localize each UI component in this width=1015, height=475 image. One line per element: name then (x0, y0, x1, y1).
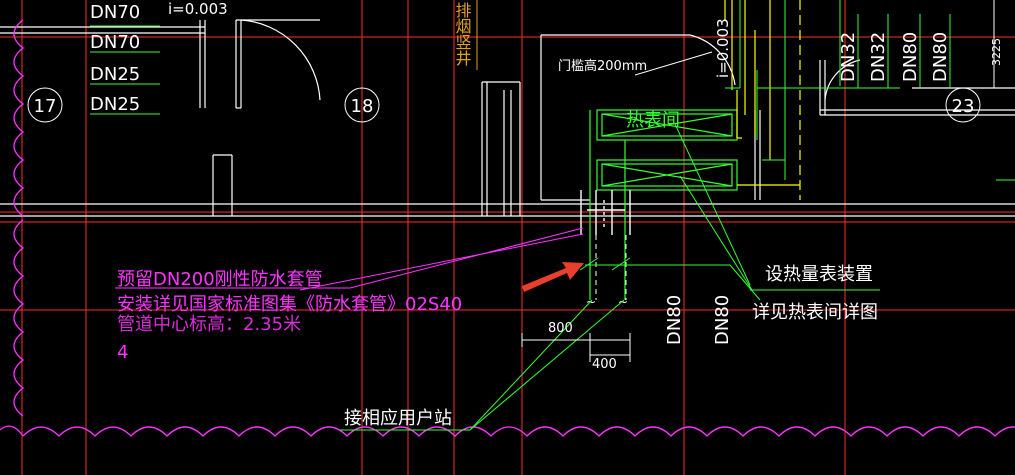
station-callout: 接相应用户站 (344, 408, 452, 429)
pipe-label-top-right-2: DN32 (868, 32, 889, 82)
left-pipe-lines (90, 25, 160, 115)
sleeve-leader (115, 227, 584, 291)
pipe-label-left-1: DN70 (90, 2, 140, 23)
slope-label-top: i=0.003 (168, 0, 228, 18)
yellow-pipes (724, 0, 801, 200)
scalloped-boundary (0, 19, 1015, 437)
pipe-label-left-2: DN70 (90, 32, 140, 53)
heat-meter-room-label: 热表间 (626, 110, 680, 131)
pipe-label-top-right-4: DN80 (930, 32, 951, 82)
pipe-risers (595, 235, 627, 300)
sleeve-note-line4: 4 (117, 342, 128, 363)
red-pointer-arrow (522, 262, 584, 292)
dimension-800: 800 (548, 321, 573, 336)
dimension-3225: 3225 (990, 38, 1003, 66)
dimension-400: 400 (592, 357, 617, 372)
sleeve-note-line3: 管道中心标高：2.35米 (117, 314, 301, 335)
threshold-note: 门槛高200mm (558, 58, 647, 74)
meter-callout-line2: 详见热表间详图 (752, 302, 878, 323)
meter-callout-line1: 设热量表装置 (765, 264, 873, 285)
shaft-label: 排烟竖井 (453, 2, 472, 66)
green-pipes-right (725, 0, 1015, 181)
threshold-leader (634, 51, 713, 76)
pipe-label-top-right-1: DN32 (838, 32, 859, 82)
sleeve-note-line1: 预留DN200刚性防水套管 (117, 269, 323, 290)
room-circle-18 (344, 87, 380, 123)
pipe-end-mark-1: ~ (586, 295, 596, 309)
walls (0, 19, 1015, 217)
pipe-label-left-3: DN25 (90, 64, 140, 85)
room-markers (27, 87, 981, 123)
pipe-label-lower-1: DN80 (664, 295, 685, 345)
slope-label-right: i=0.003 (714, 18, 732, 78)
room-number-17: 17 (34, 96, 57, 117)
sleeve-note-line2: 安装详见国家标准图集《防水套管》02S40 (117, 294, 462, 315)
water-sleeve (580, 190, 631, 235)
room-circle-23 (945, 87, 981, 123)
room-circle-17 (27, 87, 63, 123)
pipe-end-mark-2: ~ (618, 295, 628, 309)
dimension-lines-lower (521, 333, 631, 362)
pipe-label-left-4: DN25 (90, 94, 140, 115)
right-label-ticks (857, 14, 951, 88)
heat-meter-room (589, 109, 738, 300)
pipe-label-lower-2: DN80 (712, 295, 733, 345)
room-number-23: 23 (952, 96, 975, 117)
green-leaders (340, 123, 880, 431)
pipe-label-top-right-3: DN80 (900, 32, 921, 82)
room-number-18: 18 (351, 96, 374, 117)
